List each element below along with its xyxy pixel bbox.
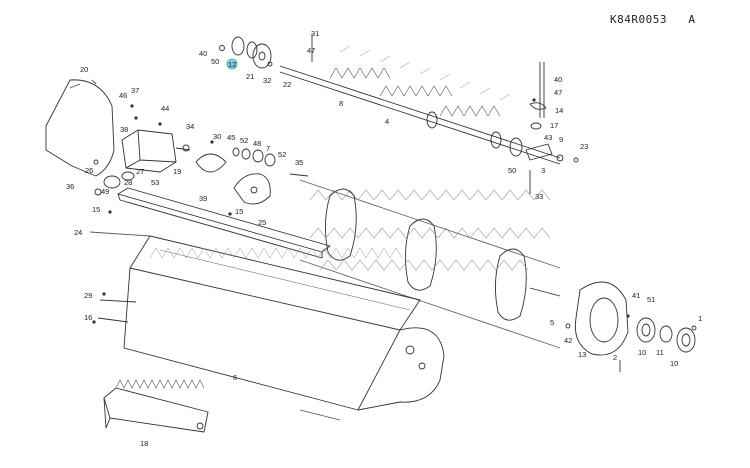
- document-code: K84R0053 A: [610, 13, 695, 26]
- rotor-bearing-housings: [195, 147, 309, 205]
- part-label-35: 35: [295, 158, 303, 167]
- part-label-10: 10: [638, 348, 646, 357]
- part-label-31: 31: [311, 29, 319, 38]
- part-label-28: 28: [124, 178, 132, 187]
- part-label-6: 6: [233, 373, 237, 382]
- part-label-15: 15: [235, 207, 243, 216]
- part-label-19: 19: [173, 167, 181, 176]
- part-label-27: 27: [136, 167, 144, 176]
- right-end-plate: [565, 281, 697, 372]
- part-label-48: 48: [253, 139, 261, 148]
- part-label-49: 49: [101, 187, 109, 196]
- part-labels: 31 47 40 50 12 21 32 22 8 4 20 37 46 44 …: [66, 29, 702, 448]
- part-label-39: 39: [199, 194, 207, 203]
- part-label-16: 16: [84, 313, 92, 322]
- part-label-40: 40: [199, 49, 207, 58]
- part-label-40: 40: [554, 75, 562, 84]
- document-number: K84R0053: [610, 13, 667, 26]
- part-label-30: 30: [213, 132, 221, 141]
- part-label-26: 26: [85, 166, 93, 175]
- fasteners: [92, 98, 630, 324]
- part-label-41: 41: [632, 291, 640, 300]
- part-label-47: 47: [554, 88, 562, 97]
- part-label-15: 15: [92, 205, 100, 214]
- part-label-36: 36: [66, 182, 74, 191]
- part-label-14: 14: [555, 106, 563, 115]
- part-label-11: 11: [656, 348, 664, 357]
- part-label-38: 38: [120, 125, 128, 134]
- part-label-42: 42: [564, 336, 572, 345]
- right-tensioner-group: [525, 62, 579, 194]
- part-label-50: 50: [211, 57, 219, 66]
- part-label-2: 2: [613, 353, 617, 362]
- part-label-25: 25: [258, 218, 266, 227]
- part-12-highlight: [226, 58, 238, 70]
- part-label-34: 34: [186, 122, 194, 131]
- hydraulic-motor: [94, 129, 191, 196]
- part-label-18: 18: [140, 439, 148, 448]
- part-label-52: 52: [240, 136, 248, 145]
- part-label-32: 32: [263, 76, 271, 85]
- upper-rotor-shaft: [279, 45, 561, 165]
- part-label-4: 4: [385, 117, 389, 126]
- part-label-21: 21: [246, 72, 254, 81]
- part-label-51: 51: [647, 295, 655, 304]
- part-label-44: 44: [161, 104, 169, 113]
- part-label-10: 10: [670, 359, 678, 368]
- part-label-22: 22: [283, 80, 291, 89]
- part-label-1: 1: [698, 314, 702, 323]
- part-label-7: 7: [266, 144, 270, 153]
- part-label-23: 23: [580, 142, 588, 151]
- part-label-33: 33: [535, 192, 543, 201]
- part-label-20: 20: [80, 65, 88, 74]
- part-label-46: 46: [119, 91, 127, 100]
- part-label-12: 12: [228, 60, 236, 69]
- part-label-52: 52: [278, 150, 286, 159]
- part-label-43: 43: [544, 133, 552, 142]
- side-cover-panel: [45, 79, 115, 177]
- document-revision: A: [688, 13, 696, 26]
- part-label-9: 9: [559, 135, 563, 144]
- part-label-13: 13: [578, 350, 586, 359]
- top-left-bearing-group: [219, 34, 313, 69]
- part-label-17: 17: [550, 121, 558, 130]
- beater-rotor-assembly: [299, 179, 561, 349]
- part-label-8: 8: [339, 99, 343, 108]
- part-label-47: 47: [307, 46, 315, 55]
- part-label-50: 50: [508, 166, 516, 175]
- deflector-bar: [89, 187, 331, 259]
- part-label-37: 37: [131, 86, 139, 95]
- part-label-24: 24: [74, 228, 82, 237]
- part-label-3: 3: [541, 166, 545, 175]
- part-label-29: 29: [84, 291, 92, 300]
- main-housing: [97, 235, 445, 421]
- part-label-45: 45: [227, 133, 235, 142]
- tooth-plate: [103, 379, 209, 433]
- part-label-5: 5: [550, 318, 554, 327]
- part-label-53: 53: [151, 178, 159, 187]
